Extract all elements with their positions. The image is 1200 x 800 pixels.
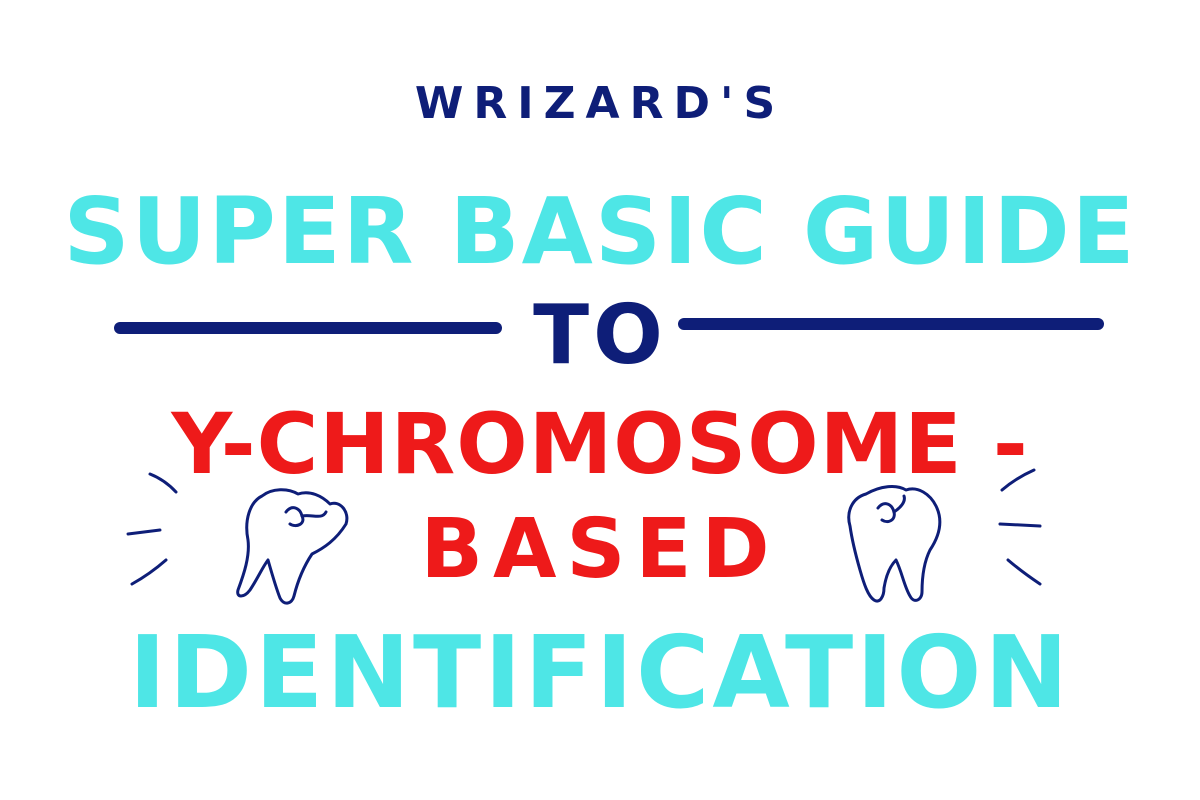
connector-word: TO [533,288,667,383]
subtitle: SUPER BASIC GUIDE [63,178,1137,285]
right-divider [678,318,1104,330]
topic-line-2: BASED [420,502,780,597]
left-divider [114,322,502,334]
topic-line-3: IDENTIFICATION [128,614,1072,731]
topic-line-1: Y-CHROMOSOME - [171,395,1029,493]
byline: WRIZARD'S [414,78,786,129]
